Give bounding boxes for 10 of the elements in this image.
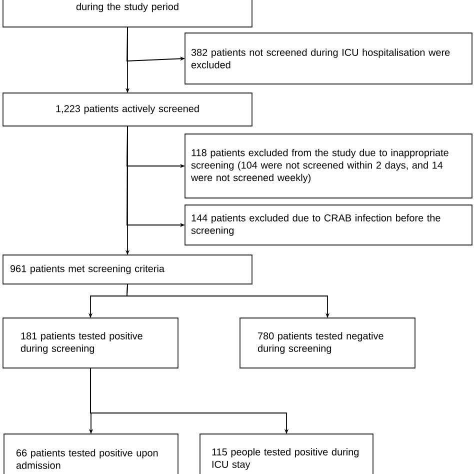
exclusion-box: 118 patients excluded from the study due to inappropriate screening (104 were not screened within 2 days, and 14 were not screened weekly) [184,134,472,198]
process-box: 780 patients tested negative during screening [240,318,416,368]
process-box: during the study period [2,0,252,28]
process-box: 115 people tested positive during ICU stay [200,434,374,474]
process-box: 1,223 patients actively screened [2,92,252,126]
process-box: 961 patients met screening criteria [2,254,252,284]
exclusion-box: 144 patients excluded due to CRAB infection before the screening [184,204,472,246]
exclusion-box: 382 patients not screened during ICU hospitalisation were excluded [184,32,472,84]
process-box: 181 patients tested positive during screening [2,318,178,368]
process-box: 66 patients tested positive upon admission [4,434,178,474]
